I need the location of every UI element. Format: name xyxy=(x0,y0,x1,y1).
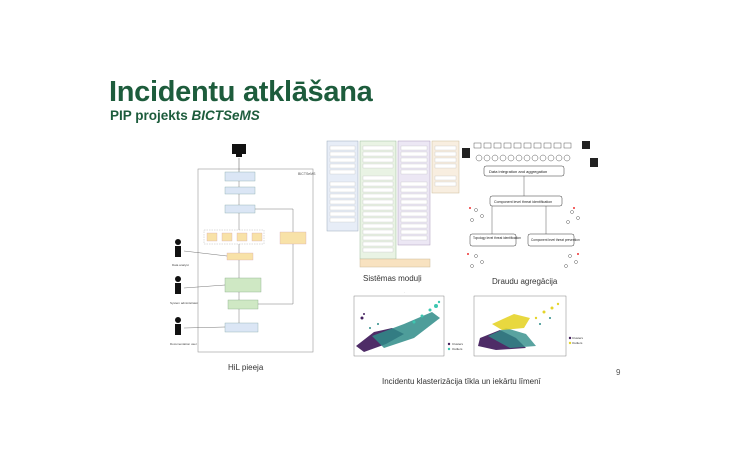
server-icon xyxy=(590,158,598,167)
actor-label: Documentation user xyxy=(170,342,197,346)
flow-box xyxy=(227,299,259,310)
graph-icons xyxy=(470,208,580,268)
svg-text:·: · xyxy=(404,290,405,294)
topology-box-label: Topology level threat identification xyxy=(473,236,521,240)
flow-box xyxy=(224,277,262,293)
actor-label: Data analyst xyxy=(172,263,189,267)
module-footer xyxy=(359,258,431,268)
threat-identification-box xyxy=(489,195,563,207)
computer-icon xyxy=(232,144,246,157)
integration-box-label: Data integration and aggregation xyxy=(489,169,547,174)
person-icon xyxy=(175,317,181,335)
system-frame-label: BICTSeMS xyxy=(298,172,316,176)
cluster-points xyxy=(356,300,441,352)
flow-box xyxy=(224,171,256,182)
module-column xyxy=(397,140,431,246)
flow-box xyxy=(224,322,259,333)
threat-identification-label: Component level threat identification xyxy=(494,200,552,204)
model-box xyxy=(251,232,263,242)
subtitle-project-name: BICTSeMS xyxy=(191,108,260,123)
device-icons-row xyxy=(473,142,572,162)
server-icon xyxy=(462,148,470,158)
scatter-plot-network: · Clusters Outliers xyxy=(353,290,464,357)
person-icon xyxy=(175,276,181,294)
legend-label: Outliers xyxy=(452,347,463,351)
model-box xyxy=(206,232,218,242)
actor-label: System administrator xyxy=(170,301,198,305)
slide-subtitle: PIP projekts BICTSeMS xyxy=(110,108,260,123)
hil-diagram: BICTSeMS Data analyst System administrat… xyxy=(170,144,316,353)
legend-label: Clusters xyxy=(572,336,584,340)
topology-box xyxy=(469,233,517,247)
caption-clustering: Incidentu klasterizācija tīkla un iekārt… xyxy=(382,377,541,386)
prevention-box xyxy=(527,233,575,247)
system-frame xyxy=(197,168,314,353)
cluster-points xyxy=(478,302,560,350)
legend-label: Outliers xyxy=(572,341,583,345)
flow-box xyxy=(224,204,256,214)
aggregation-diagram: Data integration and aggregation Compone… xyxy=(462,141,598,268)
model-box xyxy=(221,232,233,242)
caption-hil: HiL pieeja xyxy=(228,363,264,372)
system-modules-figure xyxy=(326,140,460,268)
flow-box xyxy=(224,186,256,195)
rule-box xyxy=(279,231,307,245)
flow-box xyxy=(226,252,254,261)
subtitle-prefix: PIP projekts xyxy=(110,108,192,123)
model-box xyxy=(236,232,248,242)
scatter-plot-device: Clusters Outliers xyxy=(473,295,584,357)
slide-title: Incidentu atklāšana xyxy=(109,76,373,108)
page-number: 9 xyxy=(616,368,621,377)
caption-aggregation: Draudu agregācija xyxy=(492,277,558,286)
prevention-box-label: Component level threat prevention xyxy=(531,238,580,242)
server-icon xyxy=(582,141,590,149)
caption-modules: Sistēmas moduļi xyxy=(363,274,422,283)
legend-label: Clusters xyxy=(452,342,464,346)
person-icon xyxy=(175,239,181,257)
threat-markers xyxy=(467,207,579,255)
